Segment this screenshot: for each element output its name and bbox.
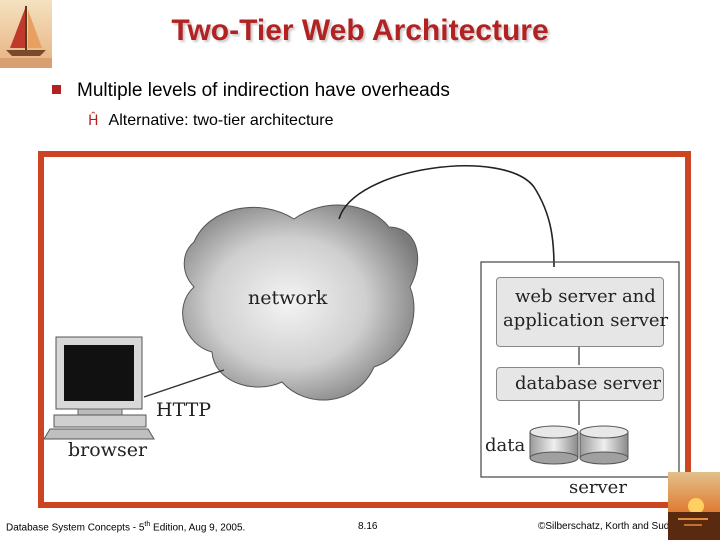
web-application-server-box: web server and application server (496, 277, 668, 347)
web-server-label-line1: web server and (515, 286, 656, 307)
bullet-2-text: Alternative: two-tier architecture (108, 112, 334, 129)
network-label: network (248, 287, 328, 309)
browser-label: browser (68, 439, 148, 461)
footer-left-sup: th (144, 521, 151, 528)
footer-left: Database System Concepts - 5th Edition, … (6, 521, 245, 533)
footer-left-suffix: Edition, Aug 9, 2005. (150, 522, 246, 534)
slide-title: Two-Tier Web Architecture (171, 14, 549, 47)
server-label: server (569, 477, 627, 498)
footer-left-prefix: Database System Concepts - 5 (6, 522, 145, 534)
architecture-figure: network HTTP browser web server and appl… (44, 157, 685, 502)
data-disk-1 (529, 425, 579, 465)
data-disk-2 (579, 425, 629, 465)
footer-right: ©Silberschatz, Korth and Sudarshan (538, 521, 700, 532)
bullet-1-text: Multiple levels of indirection have over… (77, 80, 450, 101)
server-enclosure (480, 261, 680, 478)
sunset-icon (668, 472, 720, 540)
footer-center: 8.16 (358, 521, 378, 532)
bullet-2: Ĥ Alternative: two-tier architecture (88, 112, 334, 130)
sailboat-logo-icon (0, 0, 52, 68)
http-label: HTTP (156, 399, 212, 421)
figure-frame: network HTTP browser web server and appl… (38, 151, 691, 508)
network-cloud (182, 204, 419, 401)
database-server-label: database server (515, 373, 662, 394)
diagram-graphics (44, 165, 680, 478)
data-label: data (485, 435, 526, 456)
database-server-box: database server (496, 367, 664, 401)
http-link (143, 369, 225, 398)
browser-computer-icon (44, 336, 155, 440)
connection-arc (338, 165, 555, 268)
bullet-1: Multiple levels of indirection have over… (52, 80, 450, 102)
h-bullet-icon: Ĥ (88, 113, 99, 129)
square-bullet-icon (52, 85, 61, 94)
web-server-label-line2: application server (503, 310, 669, 331)
